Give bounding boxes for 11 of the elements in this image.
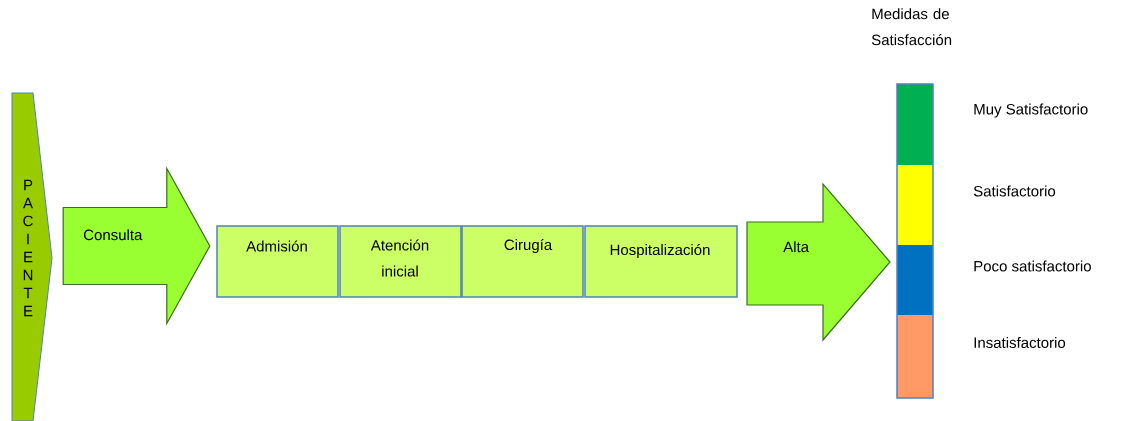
legend-heading: Medidas de Satisfacción	[871, 8, 952, 46]
edge-label: Consulta	[83, 229, 143, 241]
process-box: Atención inicial	[339, 225, 462, 298]
process-box: Cirugía	[461, 225, 584, 298]
legend-label: Satisfactorio	[973, 185, 1056, 197]
legend-label: Poco satisfactorio	[974, 260, 1091, 272]
process-box: Admisión	[216, 225, 339, 298]
process-box: Hospitalización	[584, 225, 738, 298]
legend-label: Insatisfactorio	[974, 337, 1066, 348]
block-arrow	[62, 166, 211, 326]
legend-label: Muy Satisfactorio	[974, 103, 1088, 118]
